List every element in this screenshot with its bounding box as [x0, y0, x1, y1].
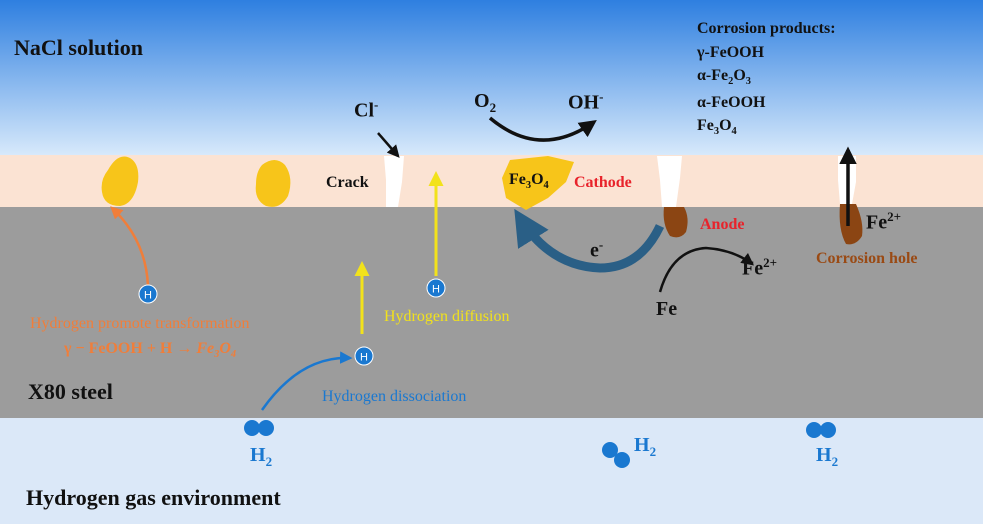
chloride-base: Cl	[354, 99, 374, 122]
anode-label: Anode	[700, 216, 745, 233]
hydrogen-gas-label-1: H2	[250, 444, 272, 469]
cathode-pit	[657, 156, 682, 207]
product-blob-middle	[255, 160, 291, 207]
product-item-2: α-Fe2O3	[697, 67, 836, 88]
magnetite-mid: O	[531, 171, 544, 188]
corrosion-film-layer	[0, 155, 983, 207]
gas-environment-label: Hydrogen gas environment	[26, 485, 281, 510]
x80-steel-label: X80 steel	[28, 379, 113, 404]
equation-rhs-sub: 3	[214, 349, 220, 361]
chloride-sup: -	[374, 97, 379, 112]
iron-label: Fe	[656, 298, 678, 320]
hydrogen-atom-3: H	[354, 346, 374, 366]
hydrogen-atom-1: H	[138, 284, 158, 304]
product-item-4: Fe3O4	[697, 117, 836, 138]
steel-layer	[0, 207, 983, 418]
iron-oxidation-arrow	[658, 246, 754, 293]
magnetite-base: Fe	[509, 171, 526, 188]
hydroxide-label: OH-	[568, 89, 604, 114]
magnetite-sub: 3	[525, 180, 532, 192]
magnetite-blob	[502, 156, 574, 210]
product-item-1: γ-FeOOH	[697, 44, 836, 62]
chloride-arrow	[377, 132, 400, 158]
hydrogen-molecule-1	[244, 420, 274, 436]
hydrogen-atom-2: H	[426, 278, 446, 298]
electron-flow-arrow	[514, 208, 665, 273]
hydrogen-dissociation-label: Hydrogen dissociation	[322, 388, 467, 405]
oxygen-base: O	[474, 90, 490, 112]
hydrogen-promote-label: Hydrogen promote transformation	[30, 315, 250, 332]
crack-shape	[384, 156, 404, 207]
h2-1-base: H	[250, 444, 266, 466]
product-item-3: α-FeOOH	[697, 94, 836, 112]
hydrogen-diffusion-label: Hydrogen diffusion	[384, 308, 510, 325]
ferrous-1-sup: 2+	[763, 255, 778, 270]
ferrous-2-base: Fe	[866, 211, 888, 234]
electron-sup: -	[598, 237, 604, 252]
hydrogen-atom-2-label: H	[432, 284, 440, 296]
transformation-equation: γ − FeOOH + H → Fe3O4	[64, 340, 236, 361]
product-item-4-pre: Fe	[697, 117, 714, 135]
oxygen-sub: 2	[489, 100, 497, 115]
corrosion-products-list: Corrosion products: γ-FeOOH α-Fe2O3 α-Fe…	[697, 20, 836, 144]
electron-base: e	[590, 239, 599, 262]
hydroxide-base: OH	[568, 91, 600, 114]
ferrous-ion-label-2: Fe2+	[866, 209, 902, 234]
product-item-1-text: γ-FeOOH	[697, 43, 765, 61]
corrosion-hole-fill	[839, 204, 863, 245]
h2-3-sub: 2	[831, 454, 839, 469]
product-item-4-sub2: 4	[731, 126, 737, 138]
hydrogen-dissociation-arrow	[260, 351, 353, 411]
product-item-2-post: O	[733, 67, 746, 85]
equation-rhs-base: Fe	[196, 340, 215, 357]
h2-2-sub: 2	[649, 444, 657, 459]
magnetite-label: Fe3O4	[509, 171, 549, 192]
equation-rhs-mid: O	[219, 340, 231, 357]
electron-label: e-	[590, 237, 604, 262]
corrosion-products-title: Corrosion products:	[697, 20, 836, 37]
crack-label: Crack	[326, 174, 369, 191]
oxygen-label: O2	[474, 90, 496, 115]
hydrogen-gas-label-2: H2	[634, 434, 656, 459]
magnetite-sub2: 4	[543, 180, 549, 192]
h2-2-base: H	[634, 434, 650, 456]
ferrous-1-base: Fe	[742, 257, 764, 280]
anode-pit	[663, 207, 688, 238]
equation-rhs-sub2: 4	[230, 349, 237, 361]
hydrogen-atom-1-label: H	[144, 290, 152, 302]
product-item-2-sub2: 3	[745, 76, 751, 88]
hydrogen-gas-label-3: H2	[816, 444, 838, 469]
ferrous-2-sup: 2+	[887, 209, 902, 224]
equation-rhs: Fe3O4	[196, 340, 237, 361]
hydrogen-molecule-3	[806, 422, 836, 438]
cathode-label: Cathode	[574, 174, 632, 191]
product-item-2-pre: α-Fe	[697, 67, 729, 85]
hydroxide-sup: -	[599, 89, 604, 104]
product-item-4-sub: 3	[713, 126, 720, 138]
product-blob-left	[101, 156, 139, 206]
hydrogen-atom-3-label: H	[360, 352, 368, 364]
product-item-4-post: O	[719, 117, 732, 135]
h2-3-base: H	[816, 444, 832, 466]
h2-1-sub: 2	[265, 454, 273, 469]
ferrous-ion-label-1: Fe2+	[742, 255, 778, 280]
oxygen-reduction-arrow	[488, 116, 597, 142]
product-item-3-text: α-FeOOH	[697, 93, 766, 111]
equation-lhs: γ − FeOOH + H →	[64, 340, 197, 357]
nacl-solution-label: NaCl solution	[14, 35, 143, 60]
product-item-2-sub: 2	[728, 76, 734, 88]
chloride-label: Cl-	[354, 97, 379, 122]
corrosion-hole-label: Corrosion hole	[816, 250, 918, 267]
hydrogen-molecule-2	[602, 442, 630, 468]
hydrogen-promote-arrow	[110, 206, 150, 287]
nacl-solution-layer	[0, 0, 983, 155]
